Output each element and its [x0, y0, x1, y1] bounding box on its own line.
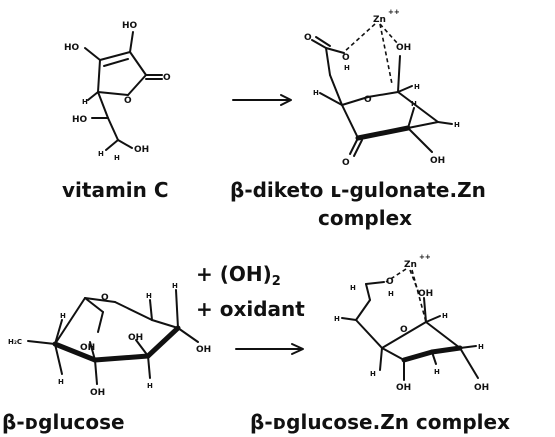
atom-label: OH — [80, 343, 95, 353]
reagent-hydroxide: + (OH)2 — [196, 264, 281, 288]
atom-label: OH — [134, 145, 149, 155]
caption-beta-d-glucose: β-ᴅglucose — [2, 410, 125, 434]
atom-label: H — [313, 89, 319, 97]
zinc-label: Zn — [404, 260, 417, 270]
atom-label: O — [342, 53, 350, 63]
caption-diketo-gulonate-line2: complex — [318, 206, 413, 230]
atom-label: H — [434, 368, 440, 376]
atom-label: O — [400, 325, 408, 335]
reagent-hydroxide-text: + (OH) — [196, 262, 272, 286]
reaction-arrow-1 — [232, 94, 292, 106]
atom-label: H — [147, 382, 153, 390]
atom-label: O — [342, 158, 350, 168]
caption-beta-d-glucose-zn: β-ᴅglucose.Zn complex — [250, 410, 510, 434]
zinc-charge: ++ — [388, 8, 400, 16]
atom-label: OH — [430, 156, 445, 166]
atom-label: H — [58, 378, 64, 386]
atom-label: OH — [396, 43, 411, 53]
atom-label: H — [478, 343, 484, 351]
zinc-label: Zn — [373, 15, 386, 25]
atom-label: HO — [64, 43, 80, 53]
reagent-hydroxide-subscript: 2 — [271, 274, 281, 289]
atom-label: O — [364, 95, 372, 105]
atom-label: H — [98, 150, 104, 158]
atom-label: H — [344, 64, 350, 72]
atom-label: H — [414, 83, 420, 91]
atom-label: O — [304, 33, 312, 43]
atom-label: O — [124, 96, 132, 106]
atom-label: H — [146, 292, 152, 300]
zinc-charge: ++ — [419, 253, 431, 261]
atom-label: O — [101, 293, 109, 303]
beta-d-glucose-structure: O H₂C H H H OH H OH OH OH H — [8, 282, 211, 398]
atom-label: H — [172, 282, 178, 290]
atom-label: H — [442, 312, 448, 320]
caption-diketo-gulonate-line1: β-diketo ʟ-gulonate.Zn — [230, 178, 486, 202]
vitamin-c-structure: HO HO O O H HO H H OH — [64, 21, 171, 162]
glucose-zn-complex-structure: Zn ++ O H O H OH H H H H OH H — [334, 253, 489, 393]
atom-label: OH — [90, 388, 105, 398]
atom-label: H — [454, 121, 460, 129]
atom-label: H — [350, 284, 356, 292]
atom-label: OH — [128, 333, 143, 343]
reagent-oxidant: + oxidant — [196, 297, 305, 321]
atom-label: HO — [122, 21, 138, 31]
atom-label: OH — [418, 289, 433, 299]
atom-label: H — [370, 370, 376, 378]
atom-label: O — [386, 277, 394, 287]
atom-label: OH — [196, 345, 211, 355]
atom-label: H — [388, 290, 394, 298]
caption-vitamin-c: vitamin C — [62, 178, 169, 202]
atom-label: H₂C — [8, 338, 22, 346]
atom-label: OH — [396, 383, 411, 393]
atom-label: H — [82, 98, 88, 106]
atom-label: H — [334, 315, 340, 323]
atom-label: H — [114, 154, 120, 162]
atom-label: O — [163, 73, 171, 83]
reaction-arrow-2 — [235, 343, 304, 355]
atom-label: H — [60, 312, 66, 320]
atom-label: H — [411, 100, 417, 108]
atom-label: HO — [72, 115, 88, 125]
atom-label: OH — [474, 383, 489, 393]
diketo-gulonate-zn-structure: Zn ++ O O H OH O H H H O — [304, 8, 460, 168]
